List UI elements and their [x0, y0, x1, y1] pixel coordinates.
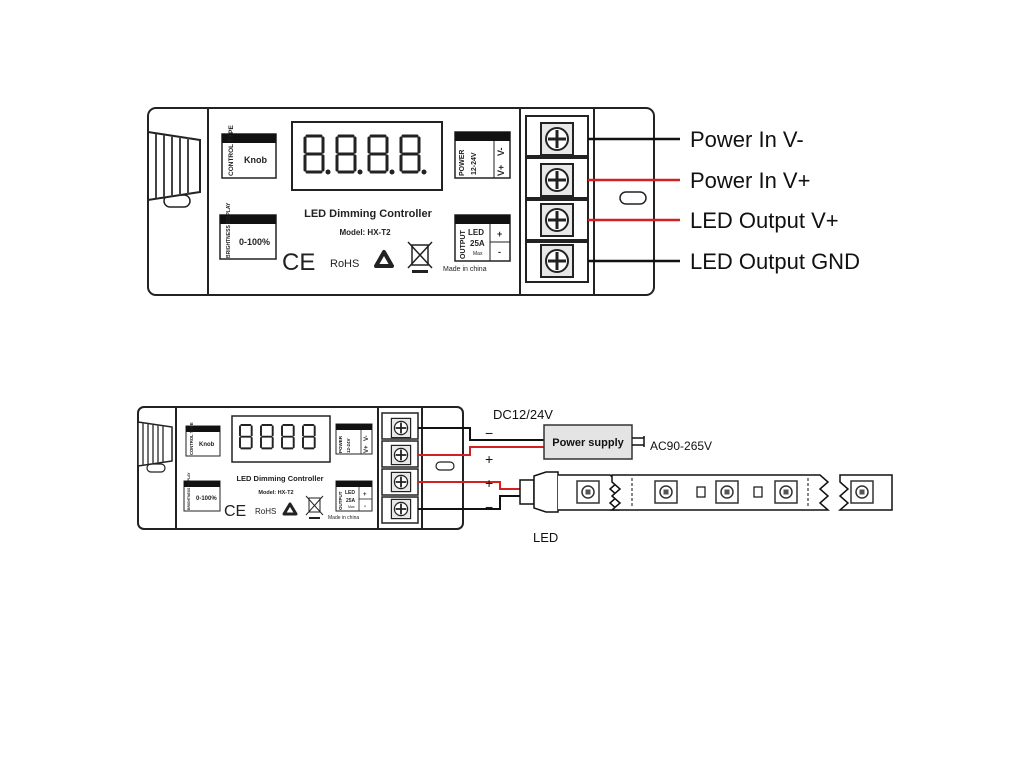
power-pin-minus: V-	[496, 147, 506, 156]
led-label: LED	[533, 530, 558, 545]
knob-icon[interactable]	[147, 130, 201, 202]
terminal-block	[381, 412, 419, 524]
mount-slot	[146, 463, 166, 473]
power-panel: POWER 12-24V V- V+	[335, 423, 373, 455]
power-voltage: 12-24V	[346, 438, 351, 453]
lcd-display	[291, 121, 443, 191]
power-pin-plus: V+	[496, 165, 506, 176]
output-pin-plus: +	[363, 492, 367, 498]
controller-title: LED Dimming Controller	[236, 474, 323, 483]
mount-slot	[619, 191, 647, 205]
led-chip-icon	[715, 480, 739, 504]
polarity-plus: +	[485, 475, 493, 491]
knob-icon[interactable]	[137, 421, 173, 467]
polarity-plus: +	[485, 451, 493, 467]
power-panel: POWER 12-24V V- V+	[454, 131, 511, 179]
output-label: OUTPUT	[338, 491, 343, 510]
weee-bin-icon	[305, 495, 324, 519]
recycle-icon	[374, 250, 394, 268]
power-pin-plus: V+	[364, 445, 370, 453]
led-chip-icon	[576, 480, 600, 504]
output-current: 25A	[470, 239, 485, 248]
brightness-label: BRIGHTNESS DISPLAY	[187, 472, 191, 510]
output-max: Max	[473, 251, 483, 257]
wiring-connections: − + + − DC12/24V Power supply AC90-265V …	[418, 407, 893, 545]
power-label: POWER	[338, 435, 343, 453]
terminal-screw-icon[interactable]	[539, 243, 575, 279]
wire-power-plus	[418, 446, 545, 456]
control-type-value: Knob	[199, 442, 215, 448]
terminal-screw-icon[interactable]	[539, 121, 575, 157]
resistor-icon	[696, 486, 706, 498]
output-panel: OUTPUT LED 25A Max + -	[454, 214, 511, 262]
wire-power-minus	[418, 427, 545, 441]
power-label: POWER	[459, 150, 466, 176]
terminal-screw-icon[interactable]	[390, 471, 412, 493]
terminal-label: Power In V-	[690, 127, 804, 152]
brightness-value: 0-100%	[239, 237, 270, 247]
ce-mark: CE	[224, 503, 246, 520]
output-max: Max	[348, 505, 355, 509]
controller-large: CONTROL TYPE Knob BRIGHTNESS DISPLAY 0-1…	[147, 107, 860, 296]
control-type-panel: CONTROL TYPE Knob	[221, 125, 277, 179]
output-pin-minus: -	[364, 504, 366, 510]
ce-mark: CE	[282, 249, 315, 276]
terminal-screw-icon[interactable]	[390, 498, 412, 520]
controller-small: CONTROL TYPE Knob BRIGHTNESS DISPLAY 0-1…	[137, 406, 464, 530]
brightness-value: 0-100%	[196, 496, 217, 502]
ac-voltage-label: AC90-265V	[650, 439, 712, 453]
terminal-screw-icon[interactable]	[390, 444, 412, 466]
control-type-panel: CONTROL TYPE Knob	[185, 422, 221, 457]
power-supply-label: Power supply	[552, 437, 624, 449]
controller-title: LED Dimming Controller	[304, 208, 432, 220]
recycle-icon	[282, 502, 298, 516]
wire-led-minus	[418, 495, 520, 510]
brightness-panel: BRIGHTNESS DISPLAY 0-100%	[219, 202, 277, 260]
output-pin-plus: +	[497, 229, 502, 239]
control-type-value: Knob	[244, 155, 267, 165]
dc-voltage-label: DC12/24V	[493, 407, 553, 422]
output-pin-minus: -	[498, 247, 501, 257]
led-strip	[558, 474, 893, 511]
resistor-icon	[753, 486, 763, 498]
led-chip-icon	[850, 480, 874, 504]
brightness-label: BRIGHTNESS DISPLAY	[226, 202, 232, 258]
controller-model: Model: HX-T2	[258, 490, 293, 496]
weee-bin-icon	[407, 241, 433, 273]
brightness-panel: BRIGHTNESS DISPLAY 0-100%	[183, 472, 221, 512]
made-in-label: Made in china	[443, 266, 487, 273]
terminal-label: LED Output V+	[690, 208, 839, 233]
output-type: LED	[345, 490, 355, 496]
made-in-label: Made in china	[328, 515, 359, 521]
power-voltage: 12-24V	[471, 152, 478, 175]
terminal-label: Power In V+	[690, 168, 810, 193]
output-label: OUTPUT	[460, 230, 467, 260]
led-chip-icon	[774, 480, 798, 504]
power-pin-minus: V-	[364, 435, 370, 441]
power-supply: Power supply	[543, 424, 645, 460]
rohs-mark: RoHS	[330, 258, 359, 270]
control-type-label: CONTROL TYPE	[228, 125, 235, 176]
terminal-screw-icon[interactable]	[539, 162, 575, 198]
output-panel: OUTPUT LED 25A Max + -	[335, 480, 373, 512]
control-type-label: CONTROL TYPE	[189, 422, 194, 455]
led-chip-icon	[654, 480, 678, 504]
polarity-minus: −	[485, 499, 493, 515]
polarity-minus: −	[485, 425, 493, 441]
terminal-block	[525, 115, 589, 283]
terminal-screw-icon[interactable]	[390, 417, 412, 439]
lcd-display	[231, 415, 331, 463]
rohs-mark: RoHS	[255, 507, 276, 516]
mount-slot	[435, 461, 455, 471]
terminal-label: LED Output GND	[690, 249, 860, 274]
controller-model: Model: HX-T2	[339, 228, 391, 237]
terminal-screw-icon[interactable]	[539, 202, 575, 238]
output-current: 25A	[346, 498, 356, 504]
led-connector	[519, 471, 559, 513]
output-type: LED	[468, 228, 484, 237]
wire-led-plus	[418, 481, 520, 490]
